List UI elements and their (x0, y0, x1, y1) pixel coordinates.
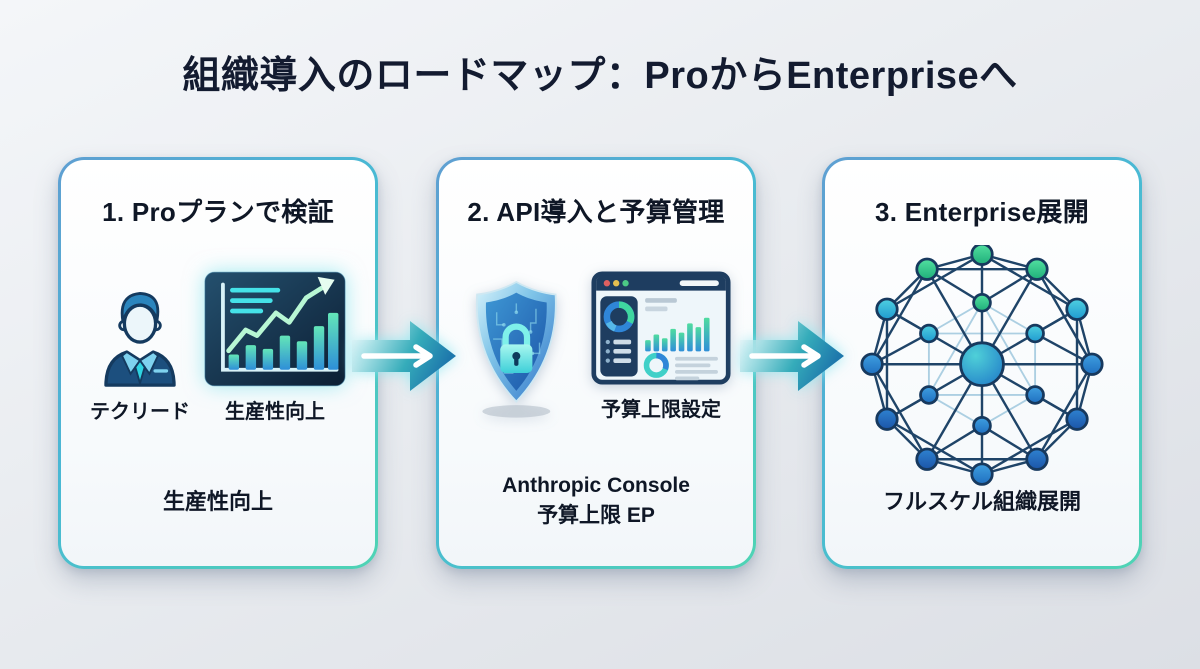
card-step2-api-budget: 2. API導入と予算管理 (436, 157, 756, 569)
budget-dashboard-label: 予算上限設定 (601, 399, 721, 421)
card-step1-caption: 生産性向上 (162, 489, 273, 515)
card-step1-pro-plan: 1. Proプランで検証 テクリード (58, 157, 378, 569)
card-step1-icons: テクリード (90, 271, 346, 424)
tech-lead-block: テクリード (90, 283, 190, 424)
arrow-step2-to-step3-icon (740, 321, 844, 391)
tech-lead-label: テクリード (90, 401, 190, 423)
card-step3-body: 3. Enterprise展開 (825, 160, 1139, 566)
arrow-step1-to-step2-icon (352, 321, 456, 391)
card-step1-title: 1. Proプランで検証 (102, 197, 334, 227)
budget-dashboard-icon (591, 271, 731, 385)
budget-dashboard-block: 予算上限設定 (591, 271, 731, 422)
card-step2-caption: Anthropic Console 予算上限 EP (502, 471, 690, 530)
tech-lead-person-icon (104, 291, 176, 387)
network-graph-icon (860, 245, 1104, 486)
security-shield-lock-icon (475, 280, 557, 418)
card-step3-enterprise: 3. Enterprise展開 (822, 157, 1142, 569)
card-step2-title: 2. API導入と予算管理 (467, 197, 725, 227)
page-title: 組織導入のロードマップ：ProからEnterpriseへ (182, 55, 1018, 97)
security-shield-block (461, 274, 577, 422)
productivity-chart-label: 生産性向上 (225, 401, 325, 423)
card-step1-body: 1. Proプランで検証 テクリード (61, 160, 375, 566)
card-step2-icons: 予算上限設定 (461, 271, 731, 422)
productivity-chart-icon (204, 271, 346, 387)
card-step3-title: 3. Enterprise展開 (874, 197, 1089, 227)
card-step2-body: 2. API導入と予算管理 (439, 160, 753, 566)
card-step2-caption-line1: Anthropic Console (502, 474, 690, 498)
card-step3-caption: フルスケル組織展開 (882, 489, 1081, 515)
card-step2-caption-line2: 予算上限 EP (537, 503, 655, 527)
productivity-chart-block: 生産性向上 (204, 271, 346, 424)
